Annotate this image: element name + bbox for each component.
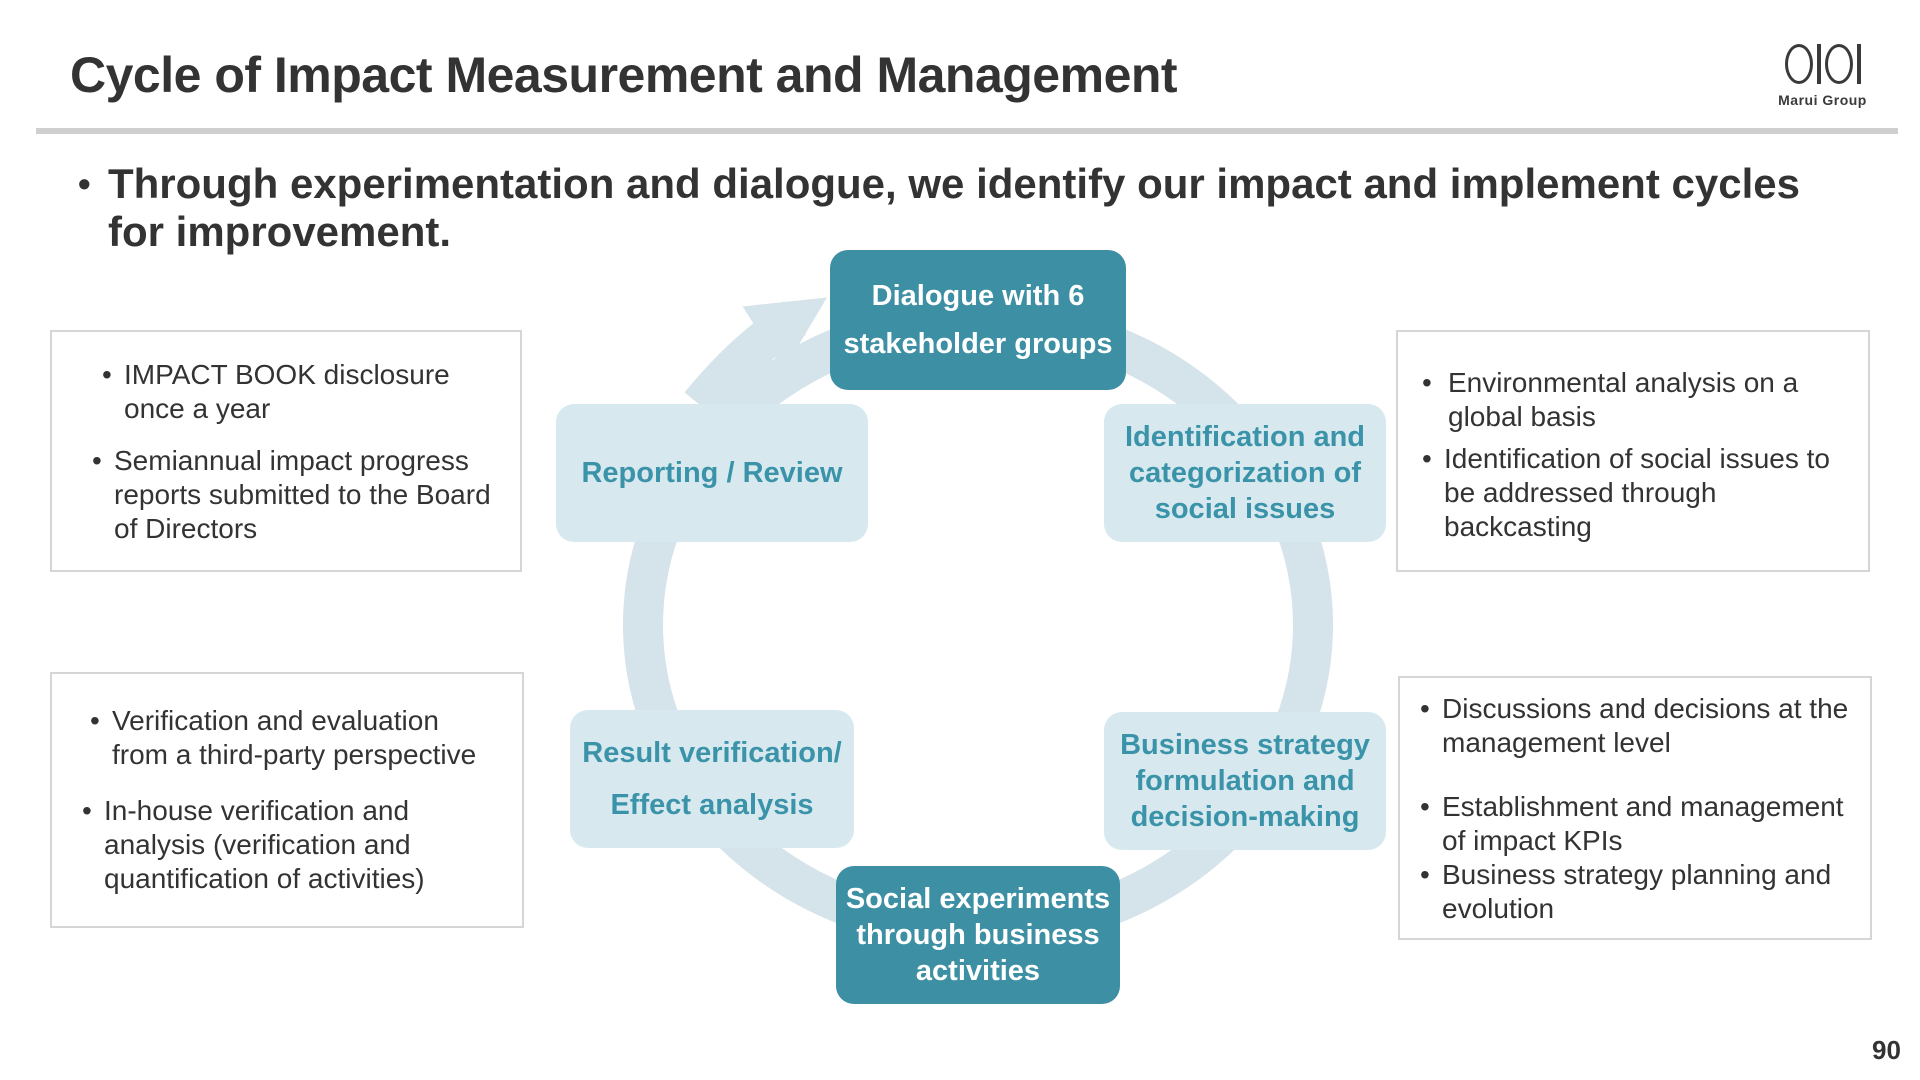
reporting-item-line: Semiannual impact progress [114,445,469,476]
reporting-details-box: • IMPACT BOOK disclosure once a year • S… [50,330,522,572]
result-details-box: • Verification and evaluation from a thi… [50,672,524,928]
node-identification-line: social issues [1154,493,1336,525]
bullet: • [1422,443,1432,474]
page-number: 90 [1872,1035,1901,1065]
business-item-line: Discussions and decisions at the [1442,693,1849,724]
identification-item: • Identification of social issues to be … [1422,442,1858,544]
result-item: • Verification and evaluation from a thi… [90,704,512,772]
reporting-item-line: of Directors [114,513,258,544]
bullet: • [1420,791,1430,822]
node-dialogue-line: stakeholder groups [843,328,1113,360]
business-item-line: management level [1442,727,1671,758]
identification-item-line: Environmental analysis on a [1448,367,1799,398]
identification-item-line: backcasting [1444,511,1592,542]
node-identification-line: categorization of [1128,457,1361,489]
business-item-line: evolution [1442,893,1555,924]
bullet: • [92,445,102,476]
bullet: • [102,359,112,390]
result-item-line: Verification and evaluation [112,705,439,736]
result-item-line: In-house verification and [104,795,410,826]
title-divider [36,128,1898,134]
node-reporting-line: Reporting / Review [581,457,843,489]
identification-item-line: Identification of social issues to [1444,443,1830,474]
reporting-item-line: once a year [124,393,271,424]
reporting-item-line: reports submitted to the Board [114,479,491,510]
bullet: • [1420,693,1430,724]
node-dialogue: Dialogue with 6 stakeholder groups [830,250,1126,390]
node-identification: Identification and categorization of soc… [1104,404,1386,542]
identification-item: • Environmental analysis on a global bas… [1422,366,1858,434]
cycle-arrow-icon [684,297,828,418]
lead-bullet: • [78,163,91,204]
node-business-line: formulation and [1135,765,1355,797]
node-result-line: Result verification/ [582,737,842,769]
node-business-line: Business strategy [1120,729,1370,761]
identification-item-line: global basis [1448,401,1596,432]
business-item-line: Establishment and management [1442,791,1844,822]
result-item-line: from a third-party perspective [112,739,477,770]
oioi-logo-icon [1755,44,1890,88]
node-identification-line: Identification and [1124,421,1366,453]
marui-group-logo: Marui Group [1755,44,1890,116]
identification-item-line: be addressed through [1444,477,1717,508]
identification-details-box: • Environmental analysis on a global bas… [1396,330,1870,572]
result-item-line: analysis (verification and [104,829,411,860]
node-business-strategy: Business strategy formulation and decisi… [1104,712,1386,850]
node-result-line: Effect analysis [610,789,814,821]
logo-text: Marui Group [1778,92,1867,108]
bullet: • [90,705,100,736]
result-item: • In-house verification and analysis (ve… [82,794,512,896]
node-social-line: activities [915,955,1041,987]
business-item: • Discussions and decisions at the manag… [1420,692,1864,760]
reporting-item: • IMPACT BOOK disclosure once a year [102,358,504,426]
lead-statement: • Through experimentation and dialogue, … [78,160,1838,256]
bullet: • [1422,367,1432,398]
bullet: • [82,795,92,826]
node-social-experiments: Social experiments through business acti… [836,866,1120,1004]
business-item: • Business strategy planning and evoluti… [1420,858,1864,926]
node-result-verification: Result verification/ Effect analysis [570,710,854,848]
node-social-line: Social experiments [845,883,1111,915]
reporting-item-line: IMPACT BOOK disclosure [124,359,450,390]
business-item-line: Business strategy planning and [1442,859,1832,890]
result-item-line: quantification of activities) [104,863,425,894]
lead-text: Through experimentation and dialogue, we… [108,160,1800,255]
business-details-box: • Discussions and decisions at the manag… [1398,676,1872,940]
bullet: • [1420,859,1430,890]
node-business-line: decision-making [1130,801,1360,833]
business-item-line: of impact KPIs [1442,825,1623,856]
reporting-item: • Semiannual impact progress reports sub… [92,444,504,546]
node-reporting-review: Reporting / Review [556,404,868,542]
node-social-line: through business [856,919,1100,951]
node-dialogue-line: Dialogue with 6 [871,280,1085,312]
business-item: • Establishment and management of impact… [1420,790,1864,858]
page-title: Cycle of Impact Measurement and Manageme… [70,47,1178,103]
